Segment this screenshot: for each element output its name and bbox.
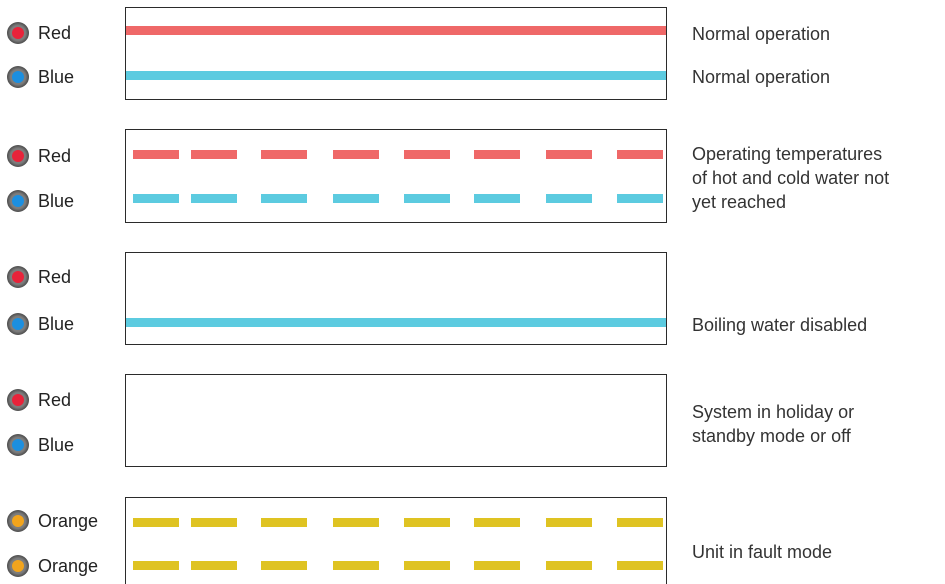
line-dash — [404, 518, 450, 527]
line-panel — [125, 129, 667, 223]
blue-solid-line — [126, 318, 666, 327]
red-led-icon — [7, 145, 29, 167]
led-label: Blue — [38, 314, 75, 334]
orange-led-icon — [7, 555, 29, 577]
red-solid-line — [126, 26, 666, 35]
orange-led-icon — [7, 510, 29, 532]
status-description: Operating temperatures — [692, 144, 883, 164]
led-label: Red — [38, 23, 72, 43]
orange-dashed-line — [126, 561, 666, 570]
line-dash — [404, 561, 450, 570]
blue-led-icon — [7, 434, 29, 456]
line-dash — [474, 561, 520, 570]
line-dash — [191, 518, 237, 527]
status-description: Unit in fault mode — [692, 542, 833, 562]
line-dash — [191, 561, 237, 570]
line-dash — [546, 518, 592, 527]
line-panel — [125, 497, 667, 584]
line-dash — [261, 194, 307, 203]
line-dash — [617, 150, 663, 159]
status-description: standby mode or off — [692, 426, 851, 446]
status-description: of hot and cold water not — [692, 168, 890, 188]
line-dash — [261, 518, 307, 527]
led-label: Blue — [38, 67, 75, 87]
status-description: System in holiday or — [692, 402, 855, 422]
status-description: yet reached — [692, 192, 787, 212]
red-led-icon — [7, 266, 29, 288]
line-dash — [333, 561, 379, 570]
led-label: Blue — [38, 191, 75, 211]
led-label: Orange — [38, 556, 99, 576]
blue-led-icon — [7, 190, 29, 212]
blue-led-icon — [7, 313, 29, 335]
blue-led-icon — [7, 66, 29, 88]
line-dash — [191, 194, 237, 203]
line-dash — [474, 150, 520, 159]
status-description: Normal operation — [692, 24, 831, 44]
line-dash — [133, 150, 179, 159]
blue-dashed-line — [126, 194, 666, 203]
led-label: Red — [38, 146, 72, 166]
line-panel — [125, 374, 667, 467]
led-label: Blue — [38, 435, 75, 455]
red-led-icon — [7, 22, 29, 44]
line-dash — [333, 518, 379, 527]
line-dash — [546, 561, 592, 570]
line-dash — [133, 561, 179, 570]
line-dash — [617, 561, 663, 570]
led-label: Orange — [38, 511, 99, 531]
red-dashed-line — [126, 150, 666, 159]
line-dash — [404, 150, 450, 159]
line-panel — [125, 252, 667, 345]
line-dash — [546, 194, 592, 203]
line-dash — [133, 194, 179, 203]
line-dash — [133, 518, 179, 527]
blue-solid-line — [126, 71, 666, 80]
line-dash — [261, 561, 307, 570]
line-dash — [404, 194, 450, 203]
line-panel — [125, 7, 667, 100]
led-label: Red — [38, 390, 72, 410]
red-led-icon — [7, 389, 29, 411]
status-description: Normal operation — [692, 67, 831, 87]
led-label: Red — [38, 267, 72, 287]
line-dash — [546, 150, 592, 159]
line-dash — [474, 194, 520, 203]
line-dash — [191, 150, 237, 159]
line-dash — [333, 150, 379, 159]
line-dash — [617, 518, 663, 527]
line-dash — [333, 194, 379, 203]
line-dash — [474, 518, 520, 527]
line-dash — [261, 150, 307, 159]
status-description: Boiling water disabled — [692, 315, 868, 335]
line-dash — [617, 194, 663, 203]
orange-dashed-line — [126, 518, 666, 527]
